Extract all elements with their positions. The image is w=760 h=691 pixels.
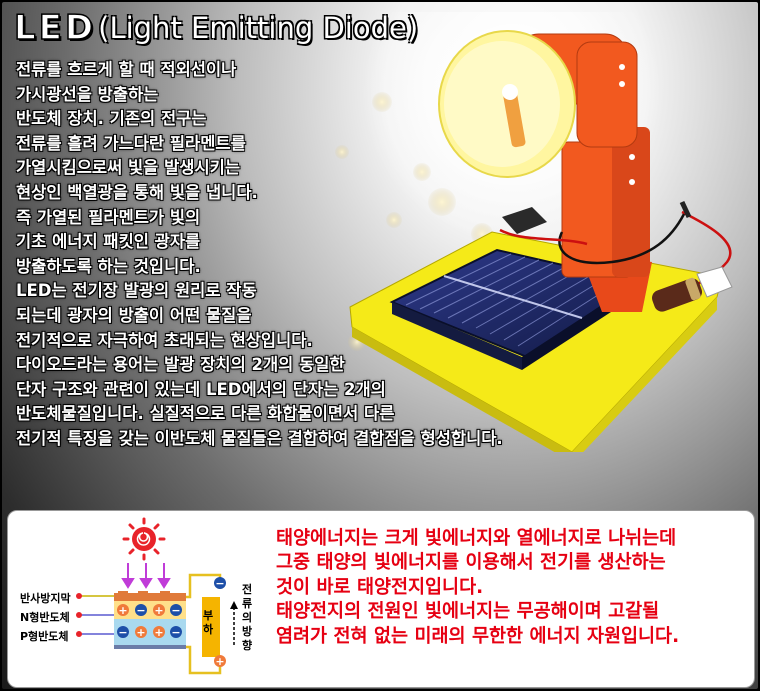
load-box [202,597,220,657]
description-line: 되는데 광자의 방출이 어떤 물질을 [16,305,252,325]
p-type-label: P형반도체 [20,630,69,643]
light-arrows [121,563,171,589]
plus-sign: + [215,655,224,668]
cell-layers [114,591,186,649]
anti-reflection-label: 반사방지막 [20,592,71,605]
description-line: 전기적으로 자극하여 초래되는 현상입니다. [16,330,313,350]
n-type-label: N형반도체 [20,611,70,624]
positive-terminal [214,655,226,667]
plus-sign: + [154,604,163,617]
orange-robot [516,33,652,312]
minus-sign: − [215,577,224,590]
solar-cell-diagram: + − + − − + + − − + [76,517,238,675]
description-line: 반도체 장치. 기존의 전구는 [16,109,207,129]
description-line: 즉 가열된 필라멘트가 빛의 [16,207,201,227]
current-direction-label: 전 류 의 방 향 [241,583,253,652]
title-subtitle: (Light Emitting Diode) [98,11,419,45]
solar-energy-text: 태양에너지는 크게 빛에너지와 열에너지로 나뉘는데 그중 태양의 빛에너지를 … [276,527,746,649]
description-line: 반도체물질입니다. 실질적으로 다른 화합물이면서 다른 [16,404,395,424]
led-logo: LED [13,7,97,49]
description-line: 다이오드라는 용어는 발광 장치의 2개의 동일한 [16,355,345,375]
plus-sign: + [118,604,127,617]
description-line: LED는 전기장 발광의 원리로 작동 [16,281,257,301]
label-pointers [76,593,114,637]
minus-sign: − [171,604,180,617]
plus-sign: + [154,626,163,639]
minus-sign: − [136,604,145,617]
description-line: 전류를 흘려 가느다란 필라멘트를 [16,133,246,153]
sun-icon [122,517,166,561]
info-line: 그중 태양의 빛에너지를 이용해서 전기를 생산하는 [276,552,666,574]
description-line: 가열시킴으로써 빛을 발생시키는 [16,158,241,178]
led-description: 전류를 흐르게 할 때 적외선이나 가시광선을 방출하는 반도체 장치. 기존의… [16,58,636,452]
charge-markers: + − + − − + + − [117,604,182,639]
minus-sign: − [118,626,127,639]
plus-sign: + [136,626,145,639]
page-title: LED (Light Emitting Diode) [13,6,419,50]
solar-robot-lamp-illustration [335,12,733,452]
capacitor [651,266,733,312]
description-line: 기초 에너지 패킷인 광자를 [16,232,201,252]
info-line: 태양에너지는 크게 빛에너지와 열에너지로 나뉘는데 [276,528,677,549]
solar-cell-info-panel: + − + − − + + − − + [7,510,755,688]
description-line: 방출하도록 하는 것입니다. [16,256,201,276]
description-line: 전류를 흐르게 할 때 적외선이나 [16,60,237,79]
switch [502,207,547,234]
description-line: 가시광선을 방출하는 [16,84,159,104]
minus-sign: − [171,626,180,639]
lamp-disc [438,30,576,178]
negative-terminal [214,577,226,589]
info-line: 것이 바로 태양전지입니다. [276,576,484,598]
description-line: 단자 구조와 관련이 있는데 LED에서의 단자는 2개의 [16,379,386,399]
info-line: 태양전지의 전원인 빛에너지는 무공해이며 고갈될 [276,601,660,623]
description-line: 현상인 백열광을 통해 빛을 냅니다. [16,182,258,202]
info-line: 염려가 전혀 없는 미래의 무한한 에너지 자원입니다. [276,625,680,647]
description-line: 전기적 특징을 갖는 이반도체 물질들은 결합하여 결합점을 형성합니다. [16,428,503,448]
load-label: 부 하 [202,609,214,636]
